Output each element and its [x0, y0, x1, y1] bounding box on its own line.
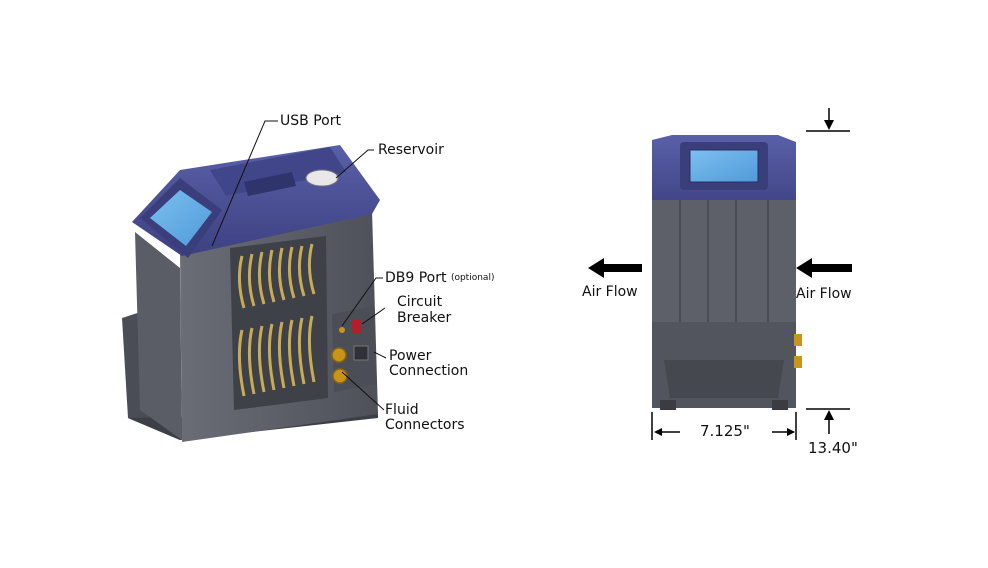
front-body-upper	[652, 200, 796, 330]
reservoir-cap-icon	[305, 169, 339, 187]
label-db9-optional: (optional)	[450, 273, 495, 283]
label-breaker: Breaker	[397, 310, 452, 326]
arrow-left-icon	[588, 258, 642, 278]
fan-grille	[230, 236, 328, 410]
callout-leaders	[211, 120, 387, 411]
fluid-connector-bottom	[332, 368, 348, 384]
label-circuit: Circuit	[397, 294, 443, 310]
label-usb-port: USB Port	[280, 113, 341, 129]
label-db9-port: DB9 Port (optional)	[385, 271, 494, 286]
front-fluid-fitting-top	[794, 334, 802, 346]
label-connectors: Connectors	[385, 417, 465, 433]
front-display-screen	[689, 149, 759, 183]
label-airflow-right: Air Flow	[796, 286, 852, 302]
left-side-panel	[135, 232, 182, 440]
label-power: Power	[389, 348, 432, 364]
foot-left	[660, 400, 676, 410]
unit-front-view	[588, 108, 852, 440]
label-width-dimension: 7.125"	[700, 422, 750, 440]
arrow-left-icon	[796, 258, 852, 278]
arrow-right-small-icon	[787, 428, 795, 436]
label-connection: Connection	[389, 363, 469, 379]
arrow-down-icon	[824, 120, 834, 130]
power-inlet	[353, 345, 369, 361]
label-reservoir: Reservoir	[378, 142, 444, 158]
lid-top-face	[210, 147, 346, 196]
arrow-up-icon	[824, 410, 834, 420]
label-db9-port-text: DB9 Port	[385, 270, 447, 286]
label-height-dimension: 13.40"	[808, 439, 858, 457]
lid-recess	[244, 172, 296, 196]
foot-right	[772, 400, 788, 410]
label-airflow-left: Air Flow	[582, 284, 638, 300]
db9-port	[339, 327, 345, 333]
unit-three-quarter-view	[122, 120, 387, 442]
arrow-left-small-icon	[654, 428, 662, 436]
lower-access-panel	[664, 360, 784, 398]
display-screen	[150, 190, 212, 246]
front-fluid-fitting-bottom	[794, 356, 802, 368]
fluid-connector-top	[331, 347, 347, 363]
label-fluid: Fluid	[385, 402, 419, 418]
circuit-breaker-switch	[352, 320, 361, 334]
